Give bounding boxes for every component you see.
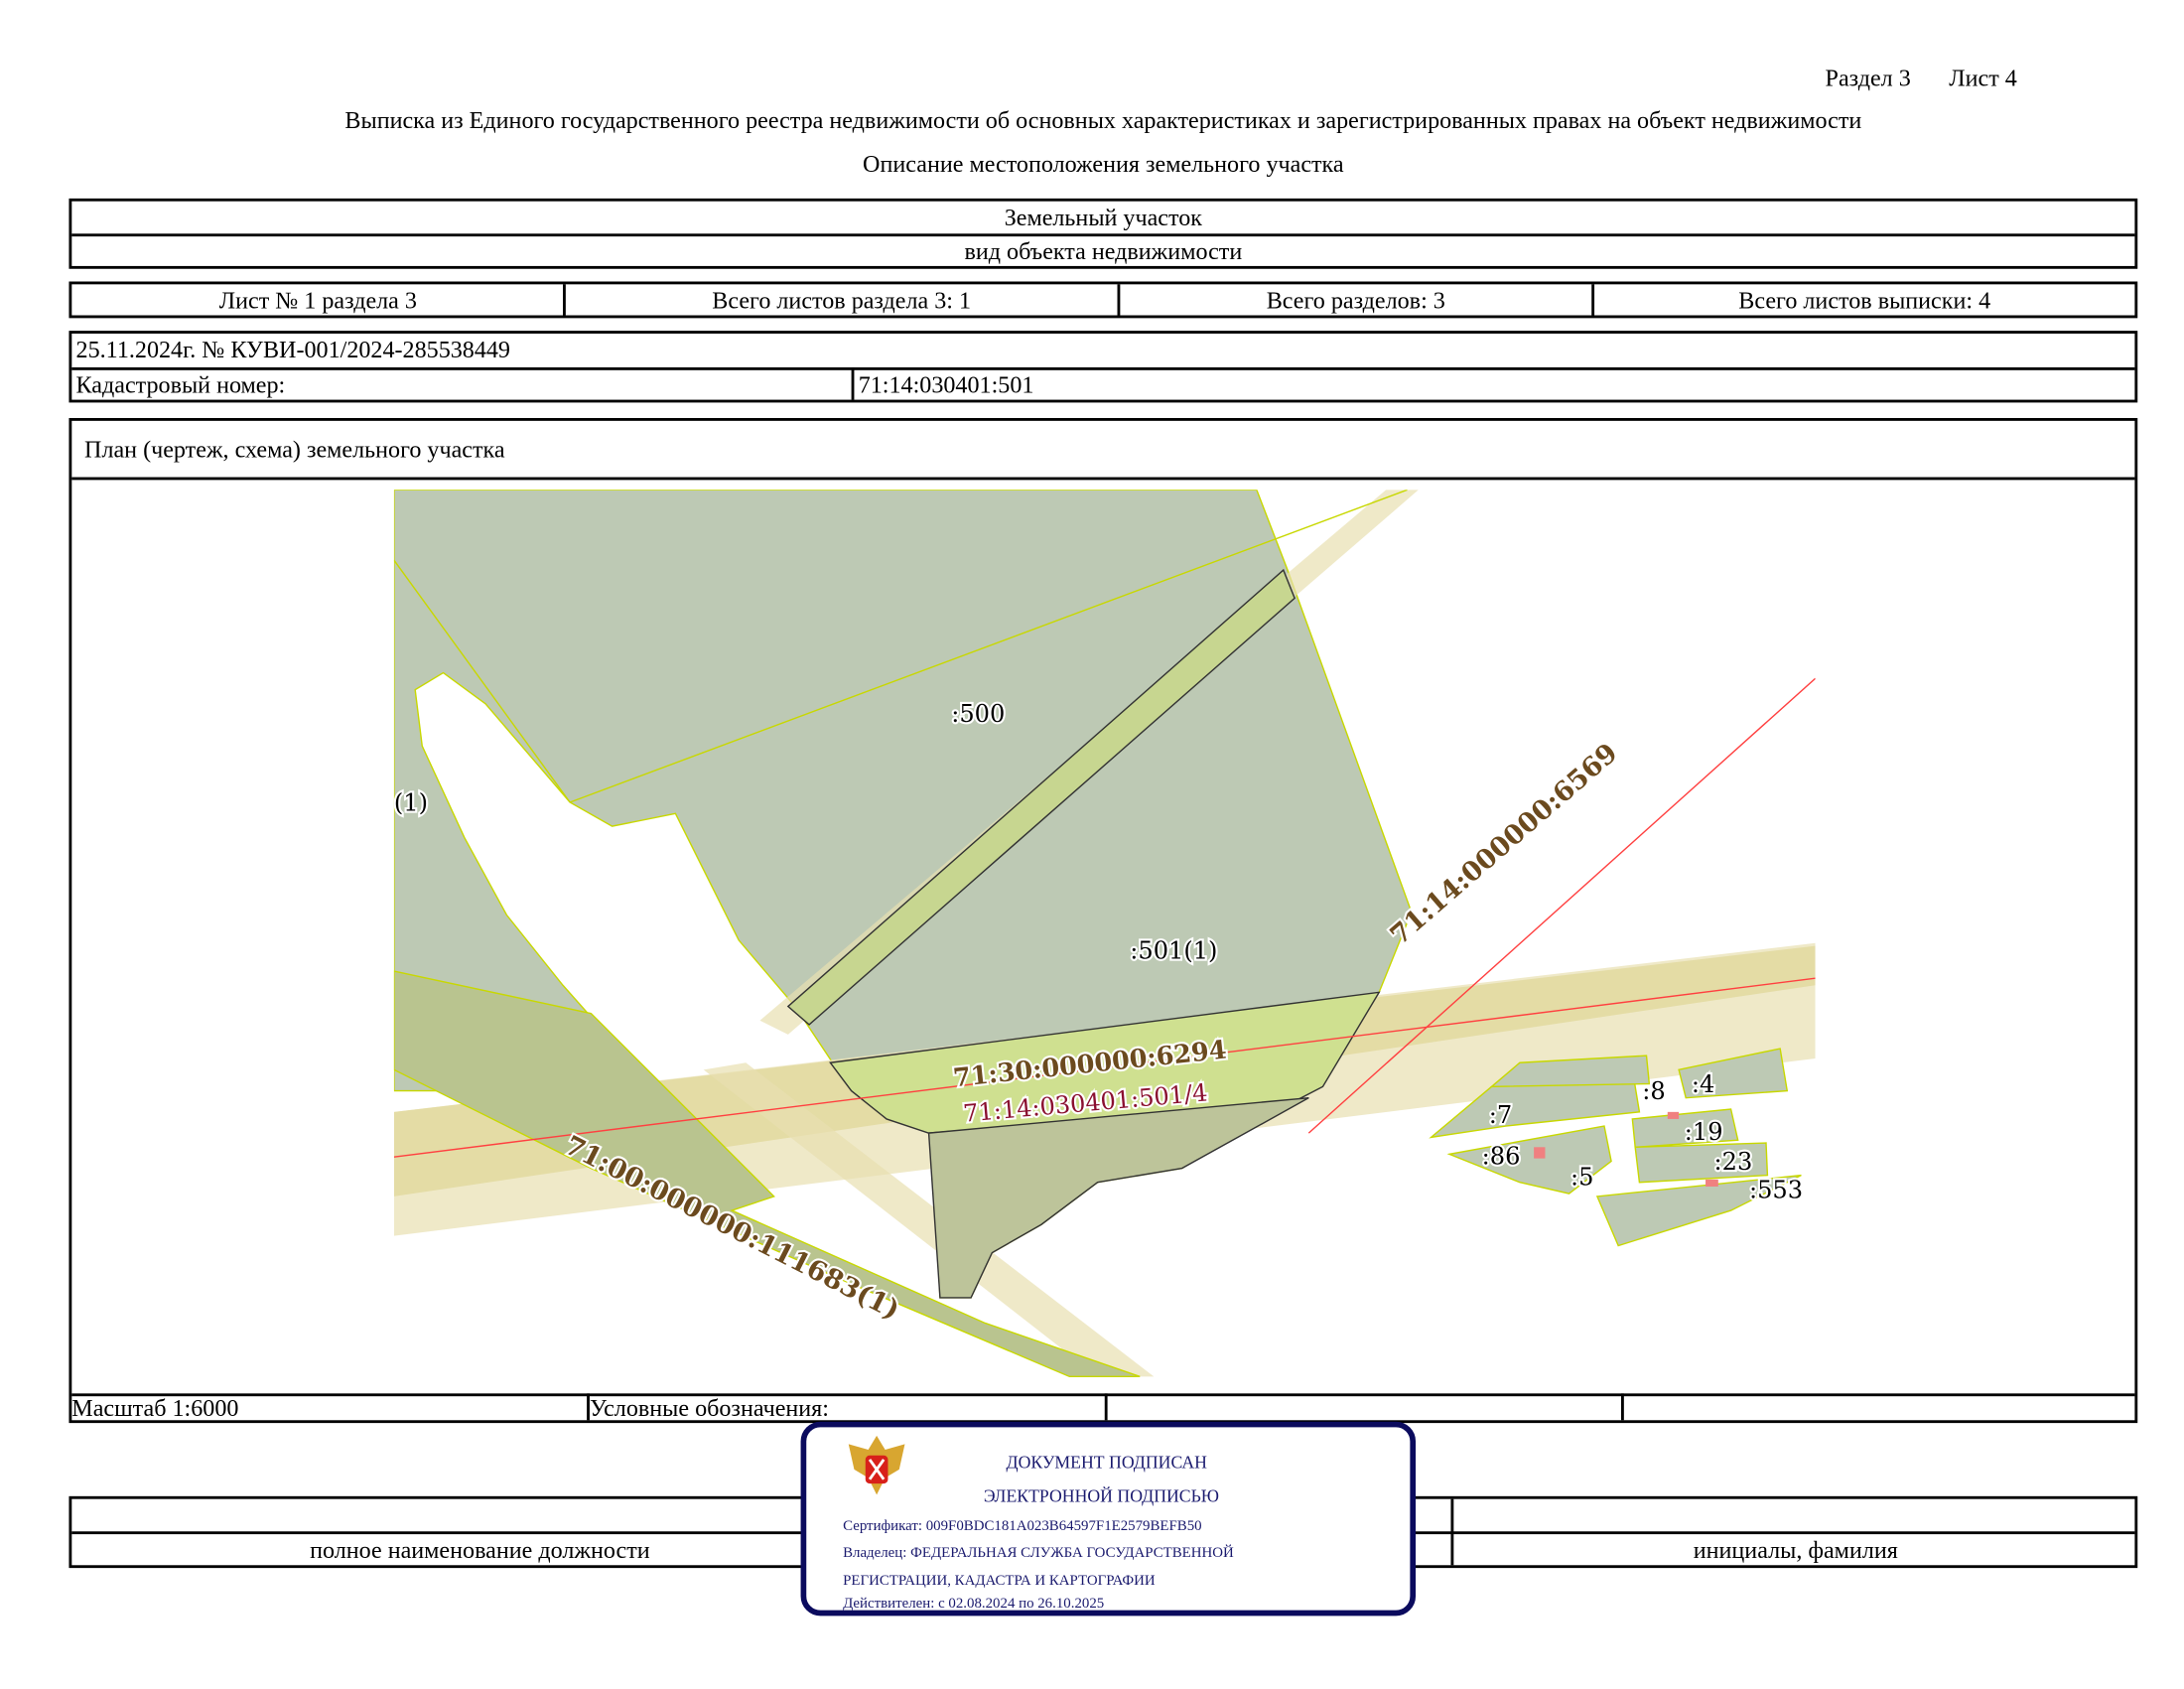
map-label-500: :500: [951, 700, 1005, 728]
object-table: Земельный участок вид объекта недвижимос…: [68, 198, 2138, 269]
map-label-4: :4: [1692, 1070, 1714, 1098]
total-sections: Всего разделов: 3: [1266, 287, 1445, 315]
cadastral-number: 71:14:030401:501: [858, 371, 1034, 399]
position-label: полное наименование должности: [310, 1536, 650, 1564]
map-label-23: :23: [1714, 1148, 1753, 1176]
stamp-certificate: Сертификат: 009F0BDC181A023B64597F1E2579…: [843, 1518, 1202, 1535]
stamp-validity: Действителен: с 02.08.2024 по 26.10.2025: [843, 1596, 1105, 1613]
stamp-owner-1: Владелец: ФЕДЕРАЛЬНАЯ СЛУЖБА ГОСУДАРСТВЕ…: [843, 1545, 1234, 1562]
record-date-number: 25.11.2024г. № КУВИ-001/2024-285538449: [75, 336, 510, 363]
object-kind-label: вид объекта недвижимости: [964, 237, 1243, 265]
beige-zone-diagonal-2: [703, 1062, 1155, 1377]
document-title: Выписка из Единого государственного реес…: [344, 106, 1862, 134]
plan-title: План (чертеж, схема) земельного участка: [84, 436, 505, 464]
map-label-553: :553: [1749, 1176, 1803, 1203]
road-501-strip: [786, 568, 1296, 1026]
legend-label: Условные обозначения:: [589, 1394, 829, 1422]
map-label-1: (1): [394, 788, 428, 816]
total-section-sheets: Всего листов раздела 3: 1: [712, 287, 972, 315]
scale-label: Масштаб 1:6000: [71, 1394, 239, 1422]
coat-of-arms-icon: [848, 1435, 905, 1495]
stamp-line-2: ЭЛЕКТРОННОЙ ПОДПИСЬЮ: [983, 1485, 1220, 1506]
road-6294: [927, 1096, 1309, 1299]
record-table: 25.11.2024г. № КУВИ-001/2024-285538449 К…: [68, 331, 2138, 403]
sheet-no: Лист № 1 раздела 3: [218, 287, 417, 315]
document-subtitle: Описание местоположения земельного участ…: [863, 150, 1344, 178]
electronic-signature-stamp: ДОКУМЕНТ ПОДПИСАН ЭЛЕКТРОННОЙ ПОДПИСЬЮ С…: [800, 1421, 1417, 1617]
road-111683: [393, 970, 1141, 1378]
map-label-8: :8: [1642, 1077, 1665, 1105]
stamp-owner-2: РЕГИСТРАЦИИ, КАДАСТРА И КАРТОГРАФИИ: [843, 1573, 1156, 1590]
map-label-road-6569: 71:14:000000:6569: [1385, 738, 1624, 951]
map-label-501: :501(1): [1130, 936, 1217, 964]
map-label-86: :86: [1482, 1142, 1521, 1170]
object-name: Земельный участок: [1004, 204, 1202, 231]
total-extract-sheets: Всего листов выписки: 4: [1738, 287, 1991, 315]
map-label-19: :19: [1685, 1118, 1723, 1146]
settlement-parcels: [1429, 1048, 1802, 1247]
map-label-5: :5: [1570, 1164, 1593, 1192]
map-label-7: :7: [1489, 1101, 1512, 1129]
sheets-table: Лист № 1 раздела 3 Всего листов раздела …: [68, 281, 2138, 319]
cadastral-label: Кадастровый номер:: [75, 371, 286, 399]
stamp-line-1: ДОКУМЕНТ ПОДПИСАН: [1006, 1452, 1207, 1473]
cadastral-map[interactable]: :500 :501(1) (1) 71:14:000000:6569 71:30…: [393, 490, 1816, 1378]
section-number: Раздел 3: [1825, 65, 1911, 92]
name-label: инициалы, фамилия: [1693, 1536, 1898, 1564]
sheet-number: Лист 4: [1949, 65, 2017, 92]
